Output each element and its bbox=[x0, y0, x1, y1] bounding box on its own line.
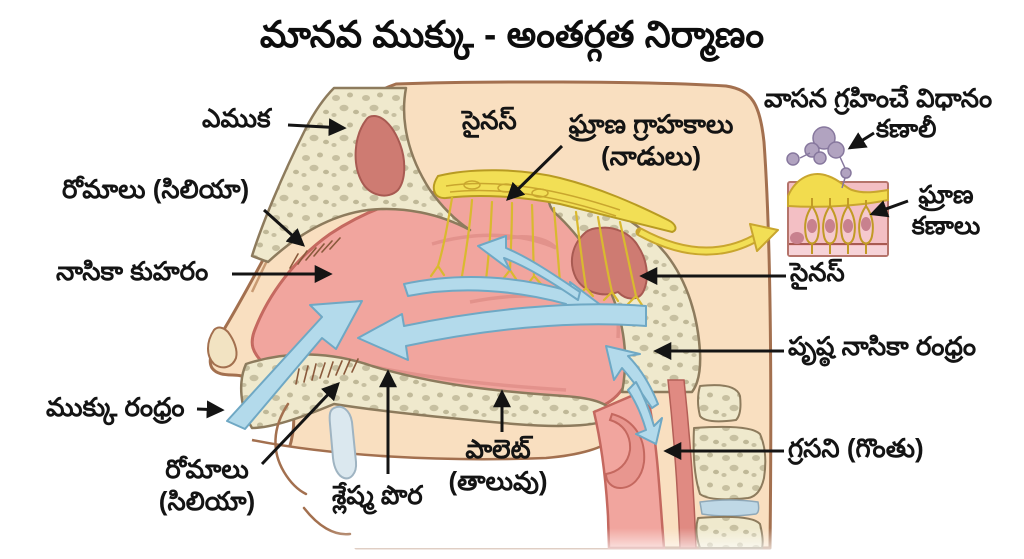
soft-palate-curl bbox=[604, 412, 646, 490]
label-posterior-nostril: పృష్ఠ నాసికా రంధ్రం bbox=[788, 331, 976, 361]
label-olfactory-cells-line2: కణాలు bbox=[911, 211, 981, 240]
pointer-bone bbox=[287, 118, 347, 137]
label-mucous-membrane: శ్లేష్మ పొర bbox=[332, 480, 423, 510]
label-olfactory-cells-line1: ఘ్రాణ bbox=[918, 181, 974, 209]
smell-inset bbox=[786, 126, 889, 257]
tooth bbox=[328, 405, 358, 480]
label-sinus-right: సైనస్ bbox=[790, 257, 845, 287]
airflow-to-receptors bbox=[477, 235, 581, 301]
skull-base-bone bbox=[547, 188, 702, 394]
label-nasal-cavity: నాసికా కుహరం bbox=[56, 256, 209, 286]
inset-cell-nuclei bbox=[790, 217, 871, 244]
label-cilia-top: రోమాలు (సిలియా) bbox=[62, 174, 250, 204]
pointer-olf-receptors bbox=[506, 144, 564, 201]
label-odor-molecules: కణాలీ bbox=[876, 115, 937, 143]
label-sinus-top: సైనస్ bbox=[462, 105, 517, 135]
pointer-nostril bbox=[196, 400, 225, 419]
label-palate-line2: (తాలువు) bbox=[448, 465, 548, 496]
label-olfactory-receptors-line2: (నాడులు) bbox=[601, 140, 701, 171]
label-cilia-bottom: రోమాలు (సిలియా) bbox=[148, 454, 266, 517]
pointer-molecules bbox=[847, 131, 875, 150]
frontal-sinus-cavity bbox=[354, 114, 406, 197]
alar-cartilage bbox=[207, 326, 238, 369]
airflow-arrows bbox=[226, 235, 663, 445]
airflow-exhale bbox=[357, 303, 647, 361]
cilia-hairs bbox=[289, 237, 359, 385]
label-pointers bbox=[196, 118, 909, 474]
label-olfactory-receptors: ఘ్రాణ గ్రాహకాలు (నాడులు) bbox=[548, 109, 754, 172]
label-palate: పాలెట్ (తాలువు) bbox=[418, 434, 578, 497]
label-nostril: ముక్కు రంధ్రం bbox=[46, 392, 185, 422]
page-title: మానవ ముక్కు - అంతర్గత నిర్మాణం bbox=[259, 14, 765, 55]
nasal-bridge-bone bbox=[250, 86, 472, 264]
palate-bone bbox=[240, 353, 616, 430]
pointer-cilia-bottom bbox=[260, 382, 340, 466]
label-bone: ఎముక bbox=[202, 103, 271, 133]
label-palate-line1: పాలెట్ bbox=[465, 434, 531, 464]
airflow-nostril-inflow bbox=[226, 300, 363, 430]
label-olfactory-cells: ఘ్రాణ కణాలు bbox=[898, 180, 994, 241]
odor-molecules bbox=[786, 126, 852, 189]
pointer-olf-cells bbox=[869, 199, 909, 218]
label-cilia-bottom-line1: రోమాలు bbox=[165, 454, 249, 484]
yellow-inset-arrow bbox=[635, 223, 779, 256]
label-pharynx: గ్రసని (గొంతు) bbox=[788, 433, 924, 463]
cervical-vertebrae bbox=[692, 384, 767, 549]
label-olfactory-receptors-line1: ఘ్రాణ గ్రాహకాలు bbox=[568, 109, 734, 139]
label-cilia-bottom-line2: (సిలియా) bbox=[158, 485, 256, 516]
airflow-posterior-up bbox=[605, 345, 659, 409]
pointer-cilia-top bbox=[262, 208, 306, 247]
throat-region bbox=[592, 379, 697, 550]
inset-heading: వాసన గ్రహించే విధానం bbox=[764, 83, 993, 113]
airflow-down-throat bbox=[627, 381, 663, 445]
bottom-fade bbox=[0, 528, 1024, 559]
